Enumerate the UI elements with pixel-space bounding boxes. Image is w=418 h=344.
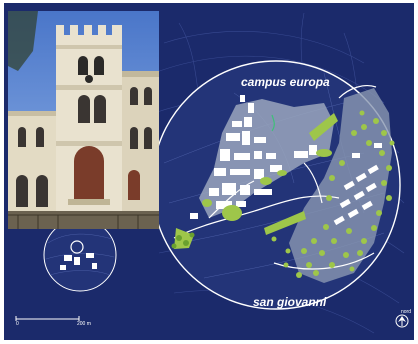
map-figure: campus europa san giovanni 0 200 m nord [4,3,414,340]
scale-start-label: 0 [16,321,19,327]
campus-europa-green [174,113,338,249]
scale-end-label: 200 m [77,321,91,327]
san-giovanni-buildings [333,143,382,226]
campus-europa-trees [171,232,195,249]
san-giovanni-green [271,110,395,278]
north-label: nord [401,309,412,315]
villa-photo [8,11,159,229]
campus-europa-buildings [190,95,317,219]
san-giovanni-zone [289,88,392,283]
locator-buildings [60,253,97,270]
roads [173,85,377,270]
scale-bar [15,316,80,321]
campus-site-plan [15,12,409,334]
campus-europa-label: campus europa [241,75,330,89]
san-giovanni-label: san giovanni [253,295,327,309]
path-marker [271,114,275,132]
north-arrow-icon [395,314,409,328]
locator-highlight [70,240,84,254]
